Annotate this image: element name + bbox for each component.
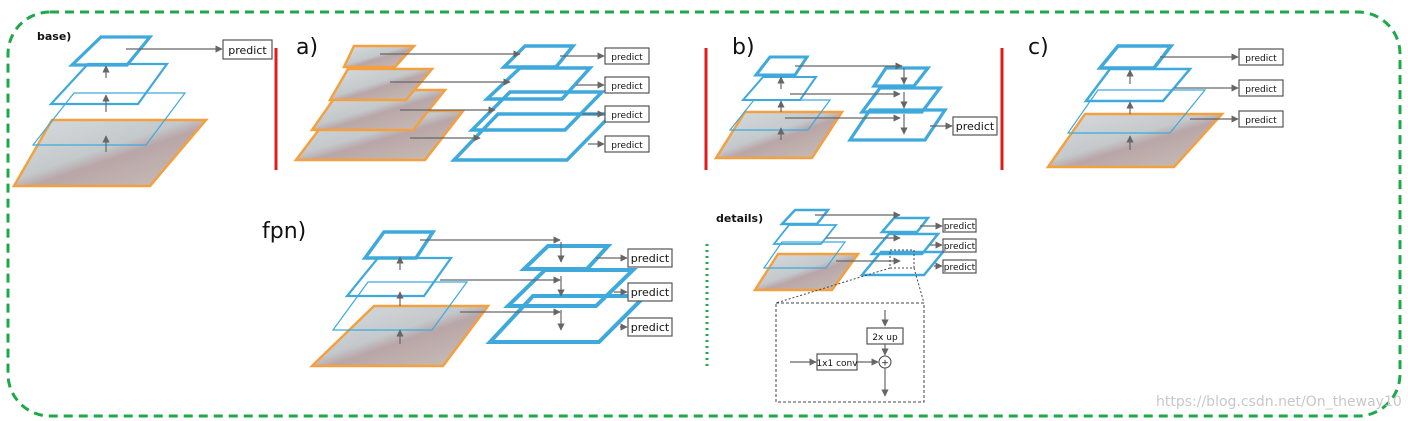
c-predict-box-1 <box>1238 48 1284 66</box>
b-layer-3 <box>728 99 832 131</box>
details-predict-box-3 <box>942 259 977 274</box>
a-image-2 <box>327 67 435 102</box>
c-predict-box-3 <box>1238 110 1284 128</box>
details-conv-text: 1x1 conv <box>816 359 858 369</box>
base-image-layer <box>11 118 209 188</box>
outer-dashed-border <box>6 10 1402 418</box>
a-feature-4 <box>449 112 617 162</box>
panel-a: a) predict predict predict predict <box>293 35 650 162</box>
details-predict-box-1 <box>942 218 977 233</box>
details-zoom-box <box>775 302 925 403</box>
b-feature-1 <box>871 66 932 88</box>
panel-fpn: fpn) predict predict predict <box>262 219 673 368</box>
fpn-predict-text-1: predict <box>631 252 670 265</box>
a-predict-box-3 <box>604 105 650 123</box>
b-layer-1 <box>752 55 810 77</box>
fpn-predict-text-3: predict <box>631 321 670 334</box>
fpn-predict-text-2: predict <box>631 286 670 299</box>
panel-details: details) predict predict predict 2x up + <box>716 208 977 403</box>
watermark: https://blog.csdn.net/On_theway10 <box>1156 394 1402 410</box>
fpn-layer-1 <box>361 230 437 260</box>
panel-base: base) predict <box>11 30 273 188</box>
base-layer-1 <box>68 35 154 67</box>
fpn-predict-box-2 <box>627 282 673 302</box>
c-predict-text-2: predict <box>1245 85 1277 95</box>
label-fpn: fpn) <box>262 219 306 244</box>
details-predict-text-3: predict <box>944 263 976 273</box>
a-image-1 <box>342 44 417 69</box>
details-upsample-text: 2x up <box>872 333 898 343</box>
b-feature-3 <box>847 108 948 142</box>
label-a: a) <box>296 35 318 60</box>
a-feature-1 <box>499 44 577 69</box>
c-image-layer <box>1045 112 1225 169</box>
a-predict-text-1: predict <box>611 53 643 63</box>
details-zoom-source <box>889 249 915 269</box>
details-feature-2 <box>869 232 941 256</box>
details-layer-1 <box>779 208 831 226</box>
fpn-feature-2 <box>503 268 638 308</box>
base-predict-text: predict <box>228 44 267 57</box>
c-layer-3 <box>1066 89 1207 134</box>
details-layer-2 <box>772 224 838 245</box>
a-predict-box-2 <box>604 76 650 94</box>
c-layer-1 <box>1096 44 1175 70</box>
details-predict-text-2: predict <box>944 242 976 252</box>
details-predict-box-2 <box>942 238 977 253</box>
fpn-feature-1 <box>519 244 613 271</box>
b-layer-2 <box>740 76 818 101</box>
c-layer-2 <box>1083 67 1193 103</box>
a-predict-box-1 <box>604 47 650 65</box>
details-layer-3 <box>762 241 847 269</box>
details-add-text: + <box>881 359 889 369</box>
details-image-layer <box>752 252 861 292</box>
b-predict-box <box>952 116 998 136</box>
a-predict-text-2: predict <box>611 82 643 92</box>
a-predict-text-4: predict <box>611 141 643 151</box>
label-c: c) <box>1028 35 1049 60</box>
details-predict-text-1: predict <box>944 222 976 232</box>
b-predict-text: predict <box>956 120 995 133</box>
fpn-predict-box-1 <box>627 248 673 268</box>
a-feature-3 <box>467 90 607 132</box>
base-layer-2 <box>48 62 170 106</box>
a-feature-2 <box>482 66 594 101</box>
a-predict-text-3: predict <box>611 111 643 121</box>
label-details: details) <box>716 212 763 225</box>
b-feature-2 <box>858 86 944 114</box>
panel-c: c) predict predict predict <box>1028 35 1284 169</box>
c-predict-box-2 <box>1238 79 1284 97</box>
c-predict-text-3: predict <box>1245 116 1277 126</box>
a-predict-box-4 <box>604 135 650 153</box>
details-feature-1 <box>879 216 931 234</box>
label-base: base) <box>37 30 71 43</box>
b-image-layer <box>713 110 845 160</box>
fpn-predict-box-3 <box>627 317 673 337</box>
label-b: b) <box>732 35 755 60</box>
details-feature-3 <box>859 250 946 277</box>
base-predict-box <box>222 39 273 60</box>
fpn-layer-2 <box>344 256 454 298</box>
c-predict-text-1: predict <box>1245 54 1277 64</box>
panel-b: b) predict <box>713 35 998 160</box>
base-layer-3 <box>31 92 187 146</box>
